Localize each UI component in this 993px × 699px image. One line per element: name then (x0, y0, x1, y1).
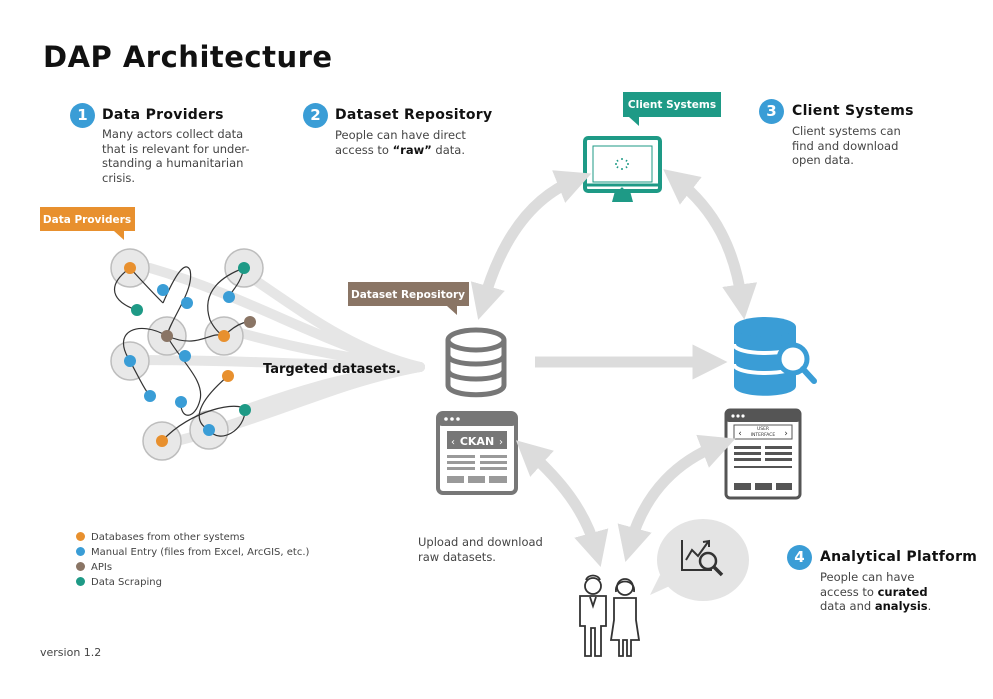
desc-line: crisis. (102, 170, 136, 185)
step-number-4: 4 (787, 545, 812, 570)
user-interface-browser-icon: USER INTERFACE ‹ › (724, 408, 802, 500)
legend: Databases from other systems Manual Entr… (76, 530, 309, 590)
desc-line: Client systems can (792, 124, 901, 138)
desc-line: People can have direct (335, 128, 466, 142)
step-number-1: 1 (70, 103, 95, 128)
ui-label-line2: INTERFACE (751, 432, 776, 438)
legend-label: Databases from other systems (91, 532, 245, 543)
desc-line: People can have (820, 570, 915, 584)
legend-item: Databases from other systems (76, 530, 309, 545)
desc-line: access to “raw” data. (335, 143, 466, 158)
upload-label-line2: raw datasets. (418, 550, 496, 564)
chevron-left-icon: ‹ (738, 429, 742, 439)
desc-emphasis: analysis (874, 599, 928, 613)
legend-item: APIs (76, 560, 309, 575)
section-title: Client Systems (792, 103, 914, 119)
legend-item: Manual Entry (files from Excel, ArcGIS, … (76, 545, 309, 560)
desc-line: Many actors collect data (102, 127, 244, 141)
page-title: DAP Architecture (43, 40, 333, 74)
desc-line: data and analysis. (820, 599, 931, 614)
desc-line: find and download (792, 138, 899, 153)
desc-line: standing a humanitarian (102, 156, 244, 170)
desc-text: . (927, 599, 932, 613)
legend-dot (76, 562, 85, 571)
client-monitor-icon (583, 136, 662, 202)
desc-emphasis: “raw” (392, 142, 432, 157)
magnifier-icon (776, 342, 817, 384)
targeted-datasets-label: Targeted datasets. (263, 362, 401, 377)
desc-emphasis: curated (877, 584, 928, 599)
section-title: Data Providers (102, 107, 224, 123)
desc-line: open data. (792, 153, 854, 167)
callout-label: Data Providers (43, 214, 131, 226)
legend-label: Manual Entry (files from Excel, ArcGIS, … (91, 547, 310, 558)
legend-label: APIs (91, 562, 113, 573)
legend-label: Data Scraping (91, 577, 162, 588)
man-icon (579, 574, 607, 657)
legend-dot (76, 532, 85, 541)
callout-label: Dataset Repository (351, 289, 465, 301)
section-description: Client systems can find and download ope… (792, 124, 901, 168)
loading-spinner-icon (615, 158, 629, 170)
callout-label: Client Systems (628, 99, 716, 111)
desc-text: data. (431, 142, 465, 157)
analytics-database-icon (732, 317, 798, 396)
legend-item: Data Scraping (76, 575, 309, 590)
desc-line: that is relevant for under- (102, 141, 250, 156)
callout-dataset-repository: Dataset Repository (348, 282, 469, 315)
section-description: People can have access to curated data a… (820, 570, 931, 614)
chevron-right-icon: › (784, 429, 788, 439)
ui-label-line1: USER (757, 426, 769, 432)
section-description: Many actors collect data that is relevan… (102, 127, 250, 185)
ckan-label: CKAN (460, 435, 494, 448)
section-title: Dataset Repository (335, 107, 493, 123)
upload-label-line1: Upload and download (418, 535, 543, 549)
section-title: Analytical Platform (820, 549, 978, 565)
chevron-right-icon: › (499, 437, 503, 448)
provider-nodes (124, 262, 256, 447)
version-label: version 1.2 (40, 646, 102, 659)
chevron-left-icon: ‹ (451, 437, 455, 448)
thought-bubble (650, 519, 749, 601)
desc-text: access to (820, 584, 874, 599)
callout-data-providers: Data Providers (40, 207, 135, 240)
step-number-3: 3 (759, 99, 784, 124)
flow-arrows (470, 169, 758, 567)
step-number-2: 2 (303, 103, 328, 128)
ckan-browser-icon: CKAN ‹ › (436, 411, 518, 495)
legend-dot (76, 577, 85, 586)
analysis-chart-icon (681, 539, 724, 577)
callout-client-systems: Client Systems (623, 92, 721, 126)
database-icon (445, 327, 507, 398)
legend-dot (76, 547, 85, 556)
desc-text: access to (335, 142, 389, 157)
desc-line: access to curated (820, 585, 931, 600)
desc-text: data and (820, 599, 875, 613)
woman-icon (609, 578, 641, 657)
section-description: People can have direct access to “raw” d… (335, 128, 466, 157)
